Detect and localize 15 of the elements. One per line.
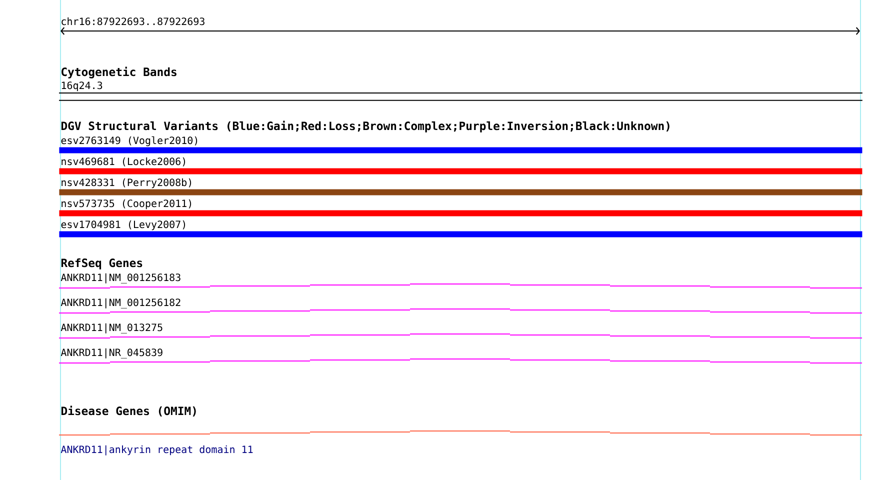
variant-label: nsv573735 (Cooper2011) xyxy=(62,199,192,210)
variant-label: esv1704981 (Levy2007) xyxy=(61,220,186,230)
track-heading: DGV Structural Variants (Blue:Gain;Red:Loss;Brown:Complex;Purple:Inversion;Black:Unknown) xyxy=(61,120,670,132)
transcript-label: ANKRD11|NM_013275 xyxy=(60,323,162,334)
variant-label: nsv469681 (Locke2006) xyxy=(62,157,186,166)
transcript-label: ANKRD11|NM_001256183 xyxy=(60,273,180,284)
track-heading: RefSeq Genes xyxy=(61,258,142,270)
transcript-label: ANKRD11|NM_001256182 xyxy=(60,298,180,308)
variant-label: esv2763149 (Vogler2010) xyxy=(61,136,198,146)
track-heading: Disease Genes (OMIM) xyxy=(61,406,196,416)
variant-label: nsv428331 (Perry2008b) xyxy=(62,178,192,188)
band-label: 16q24.3 xyxy=(62,82,102,92)
transcript-label: ANKRD11|NR_045839 xyxy=(60,348,162,358)
gene-label: ANKRD11|ankyrin repeat domain 11 xyxy=(60,445,253,456)
coordinate-label: chr16:87922693..87922693 xyxy=(62,17,204,26)
